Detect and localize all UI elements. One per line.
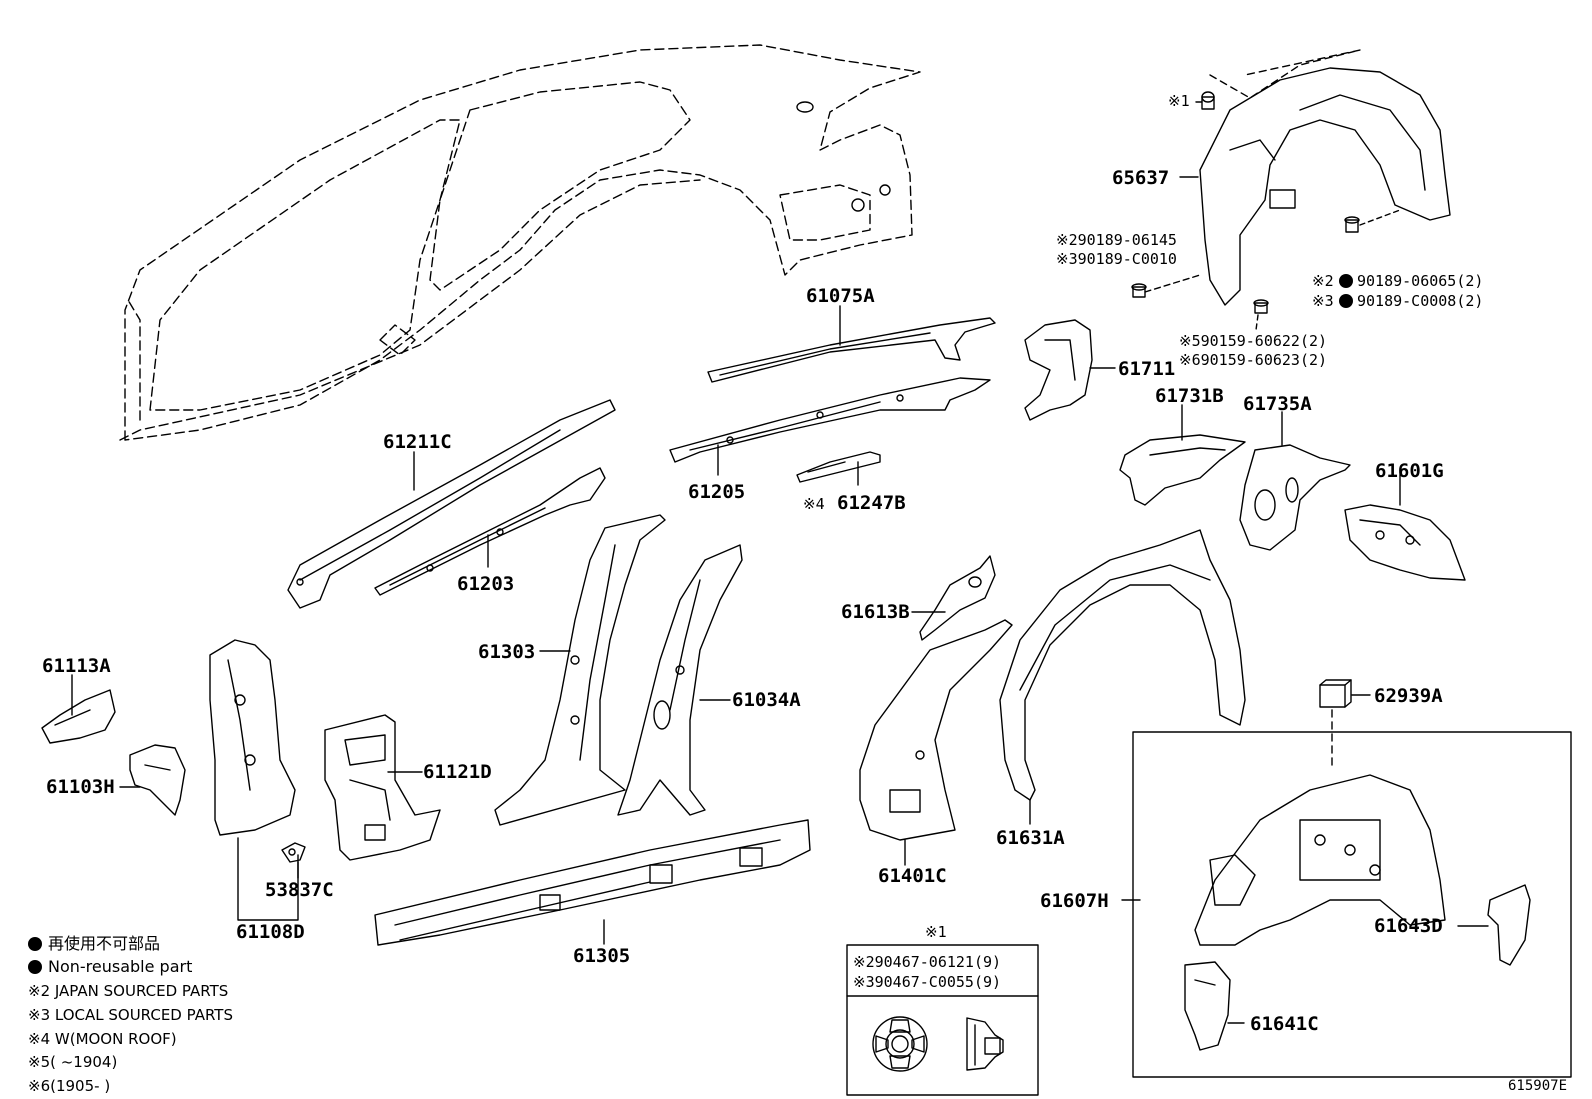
label-61108D[interactable]: 61108D: [236, 921, 305, 943]
label-61205[interactable]: 61205: [688, 481, 746, 503]
label-61103H[interactable]: 61103H: [46, 776, 115, 798]
clip-screw: [1344, 209, 1401, 233]
label-90189-C0010[interactable]: ※390189-C0010: [1056, 250, 1177, 268]
inset-box: [846, 944, 1039, 1096]
label-61401C[interactable]: 61401C: [878, 865, 947, 887]
part-61034A-pillar: [617, 544, 743, 816]
non-reusable-dot-icon: [28, 937, 42, 951]
inset-line-90467-C0055[interactable]: ※390467-C0055(9): [853, 973, 1002, 991]
clip-nut-front: [872, 1016, 928, 1072]
part-61731B: [1119, 434, 1246, 506]
part-61247B: [796, 451, 881, 483]
legend-note-6: ※6(1905- ): [28, 1077, 111, 1095]
note-4-mark: ※4: [803, 495, 825, 513]
clip-nut-side: [966, 1017, 1004, 1071]
label-90189-06145[interactable]: ※290189-06145: [1056, 231, 1177, 249]
label-61731B[interactable]: 61731B: [1155, 385, 1224, 407]
part-61303-pillar: [494, 514, 666, 826]
label-61203[interactable]: 61203: [457, 573, 515, 595]
inset-line-90467-06121[interactable]: ※290467-06121(9): [853, 953, 1002, 971]
part-61205-rail: [669, 377, 991, 463]
legend-note-3: ※3 LOCAL SOURCED PARTS: [28, 1006, 233, 1024]
legend-non-reusable-jp: 再使用不可部品: [28, 934, 160, 954]
label-61211C[interactable]: 61211C: [383, 431, 452, 453]
label-53837C[interactable]: 53837C: [265, 879, 334, 901]
diagram-code: 615907E: [1508, 1078, 1568, 1094]
part-61113A: [41, 689, 116, 744]
label-61641C[interactable]: 61641C: [1250, 1013, 1319, 1035]
part-61075A-rail: [707, 317, 996, 383]
non-reusable-dot-icon: [28, 960, 42, 974]
part-61211C-rail: [287, 399, 616, 609]
label-61113A[interactable]: 61113A: [42, 655, 111, 677]
label-61607H[interactable]: 61607H: [1040, 890, 1109, 912]
non-reusable-dot-icon: [1339, 274, 1353, 288]
label-61075A[interactable]: 61075A: [806, 285, 875, 307]
label-65637[interactable]: 65637: [1112, 167, 1170, 189]
part-61643D: [1487, 884, 1531, 966]
clip-screw: [1131, 274, 1201, 298]
label-90159-60622[interactable]: ※590159-60622(2): [1179, 332, 1328, 350]
note-3-mark: ※3: [1312, 292, 1334, 310]
part-61108D-pillar: [209, 639, 296, 836]
label-61305[interactable]: 61305: [573, 945, 631, 967]
inset-title: ※1: [925, 923, 947, 941]
label-61643D[interactable]: 61643D: [1374, 915, 1443, 937]
note-1-mark: ※1: [1168, 92, 1190, 110]
body-hole: [879, 184, 891, 196]
label-61735A[interactable]: 61735A: [1243, 393, 1312, 415]
part-61601G: [1344, 504, 1466, 581]
label-61303[interactable]: 61303: [478, 641, 536, 663]
part-65637-liner: [1199, 67, 1451, 306]
legend-note-2: ※2 JAPAN SOURCED PARTS: [28, 982, 229, 1000]
label-90189-06065[interactable]: 90189-06065(2): [1357, 272, 1484, 290]
clip-screw: [1253, 299, 1269, 331]
legend-en-text: Non-reusable part: [48, 957, 193, 976]
part-61641C: [1184, 961, 1231, 1051]
body-hole: [851, 198, 865, 212]
part-61613B: [919, 555, 996, 641]
part-61631A-arch: [999, 529, 1246, 801]
label-90189-C0008[interactable]: 90189-C0008(2): [1357, 292, 1484, 310]
label-61121D[interactable]: 61121D: [423, 761, 492, 783]
leader-line: [237, 837, 299, 921]
label-90159-60623[interactable]: ※690159-60623(2): [1179, 351, 1328, 369]
non-reusable-dot-icon: [1339, 294, 1353, 308]
part-53837C: [281, 842, 306, 863]
label-61711[interactable]: 61711: [1118, 358, 1176, 380]
part-61103H: [129, 744, 186, 816]
body-side-outline: [119, 44, 921, 441]
part-61711: [1024, 319, 1093, 421]
group-box-61607H: [1132, 731, 1572, 1078]
label-61247B[interactable]: 61247B: [837, 492, 906, 514]
label-61034A[interactable]: 61034A: [732, 689, 801, 711]
note-2-mark: ※2: [1312, 272, 1334, 290]
label-61631A[interactable]: 61631A: [996, 827, 1065, 849]
legend-note-4: ※4 W(MOON ROOF): [28, 1030, 177, 1048]
part-65637-liner: [1209, 49, 1361, 99]
label-61613B[interactable]: 61613B: [841, 601, 910, 623]
label-62939A[interactable]: 62939A: [1374, 685, 1443, 707]
part-61121D: [324, 714, 441, 861]
part-61305-sill: [374, 819, 811, 946]
part-61735A: [1239, 444, 1351, 551]
legend-jp-text: 再使用不可部品: [48, 934, 161, 953]
part-62939A: [1319, 679, 1352, 708]
body-hole: [796, 101, 814, 113]
legend-non-reusable-en: Non-reusable part: [28, 957, 192, 977]
part-61203-rail: [374, 467, 606, 596]
part-61607H: [1194, 774, 1446, 946]
clip-1: [1201, 96, 1215, 110]
part-61401C: [859, 619, 1013, 841]
legend-note-5: ※5( ~1904): [28, 1053, 118, 1071]
label-61601G[interactable]: 61601G: [1375, 460, 1444, 482]
